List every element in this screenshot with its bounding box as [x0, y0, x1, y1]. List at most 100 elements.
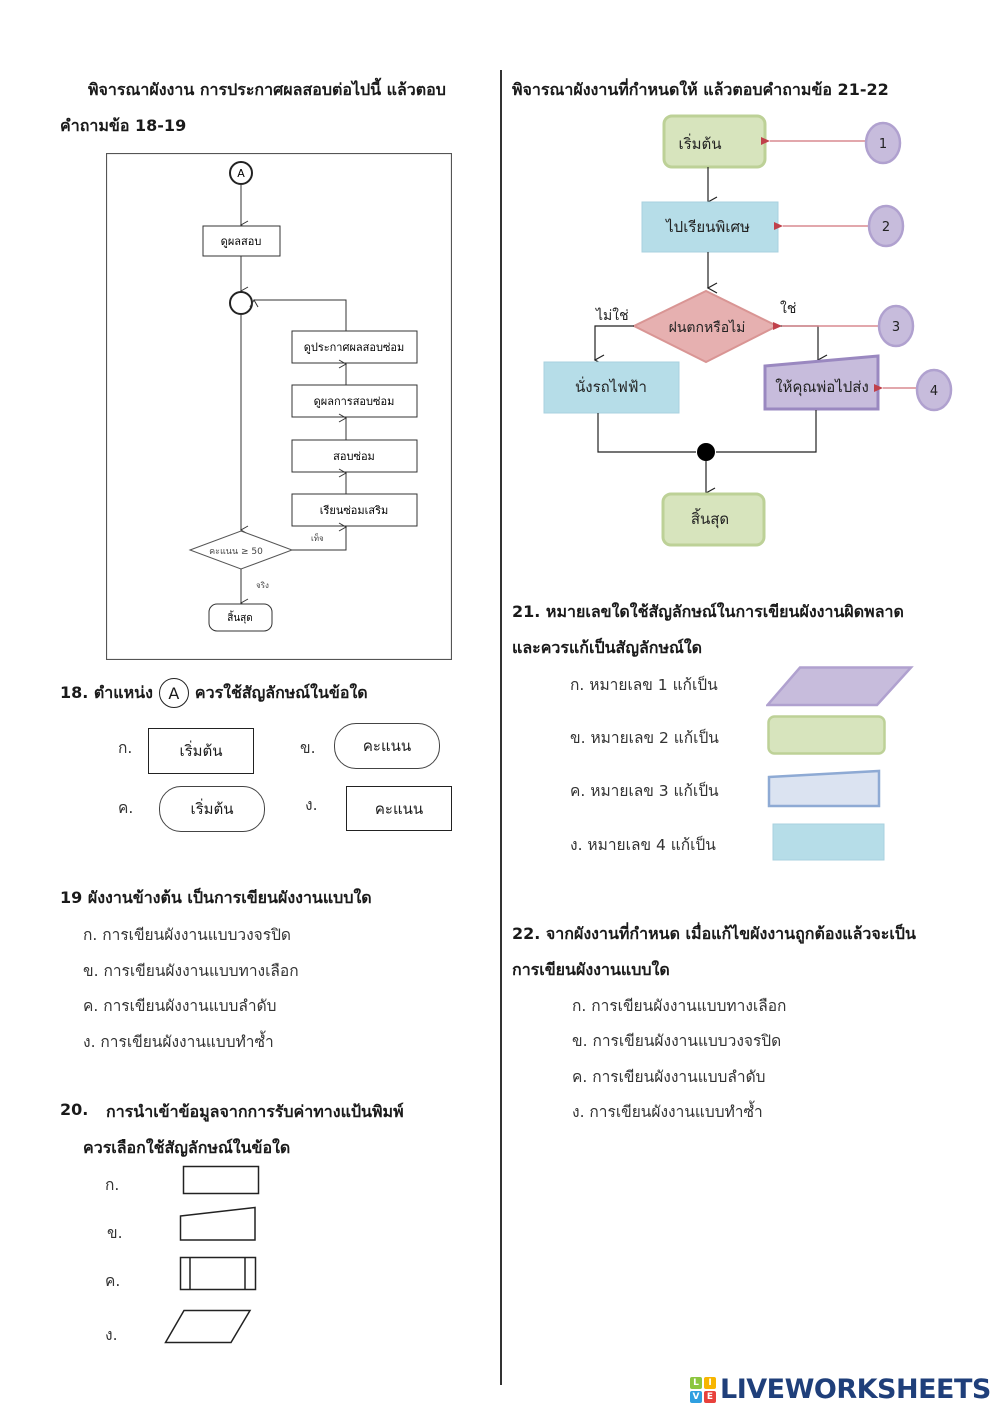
q20-option-a-letter: ก. [105, 1176, 120, 1194]
process-retest [291, 439, 418, 473]
no-branch-label: ไม่ใช่ [595, 307, 629, 324]
manual-input-icon [767, 769, 881, 808]
column-divider [500, 70, 502, 1385]
process-view-result-label: ดูผลสอบ [221, 235, 262, 248]
marker-3 [877, 304, 915, 348]
marker-2-label: 2 [882, 220, 890, 235]
true-label: จริง [256, 581, 269, 590]
q20-title-line2: ควรเลือกใช้สัญลักษณ์ในข้อใด [83, 1138, 291, 1157]
q18-title: 18. ตำแหน่ง A ควรใช้สัญลักษณ์ในข้อใด [60, 678, 368, 708]
liveworksheets-logo: L I V E LIVEWORKSHEETS [690, 1374, 991, 1405]
q20-option-a-shape[interactable] [182, 1165, 262, 1197]
sky-train-process [543, 361, 680, 414]
q21-option-a[interactable]: ก. หมายเลข 1 แก้เป็น [570, 676, 718, 694]
q18-option-a-letter: ก. [118, 739, 133, 757]
process-remedial-class-label: เรียนซ่อมเสริม [320, 504, 389, 517]
join-dot [697, 443, 715, 461]
parallelogram-io-icon [164, 1309, 252, 1344]
parallelogram-io-icon [766, 666, 914, 707]
q18-option-c-text: เริ่มต้น [190, 800, 234, 818]
logo-wordmark: LIVEWORKSHEETS [720, 1374, 991, 1405]
special-class-process [641, 201, 779, 253]
process-retest-label: สอบซ่อม [333, 450, 375, 463]
q20-number: 20. [60, 1100, 89, 1119]
q21-option-c-shape[interactable] [767, 769, 882, 809]
q21-option-d-shape[interactable] [772, 823, 886, 861]
q20-option-b-shape[interactable] [179, 1206, 259, 1243]
q18-connector-circle: A [158, 678, 189, 708]
q18-option-d-shape[interactable]: คะแนน [346, 786, 452, 831]
q18-option-d-letter: ง. [305, 796, 318, 814]
marker-4 [915, 368, 953, 412]
q18-option-c-shape[interactable]: เริ่มต้น [159, 786, 265, 832]
q22-title-line1: 22. จากผังงานที่กำหนด เมื่อแก้ไขผังงานถู… [512, 924, 916, 943]
logo-live-grid-icon: L I V E [690, 1376, 716, 1403]
q18-option-b-text: คะแนน [362, 737, 412, 755]
dad-drive-label: ให้คุณพ่อไปส่ง [775, 378, 869, 397]
marker-1-label: 1 [879, 137, 887, 152]
q19-option-c[interactable]: ค. การเขียนผังงานแบบลำดับ [83, 997, 277, 1015]
q21-option-b-shape[interactable] [767, 715, 887, 756]
q21-title-line2: และควรแก้เป็นสัญลักษณ์ใด [512, 638, 703, 657]
q20-title-line1: การนำเข้าข้อมูลจากการรับค่าทางแป้นพิมพ์ [106, 1102, 404, 1121]
q18-option-d-text: คะแนน [374, 799, 424, 818]
marker-2 [867, 204, 905, 248]
q19-option-b[interactable]: ข. การเขียนผังงานแบบทางเลือก [83, 962, 299, 980]
manual-input-icon [179, 1206, 256, 1241]
q18-option-a-shape[interactable]: เริ่มต้น [148, 728, 254, 774]
join-line-right [716, 410, 817, 453]
q21-option-a-shape[interactable] [766, 666, 914, 708]
loop-back-arrow [249, 298, 347, 331]
terminal-end-label: สิ้นสุด [227, 610, 253, 624]
q20-option-d-shape[interactable] [164, 1309, 254, 1345]
rounded-terminal-icon [767, 715, 886, 755]
special-class-label: ไปเรียนพิเศษ [665, 218, 750, 236]
marker-3-label: 3 [892, 320, 900, 335]
yes-branch-label: ใช่ [780, 300, 796, 317]
q20-option-c-letter: ค. [105, 1272, 121, 1290]
sky-train-label: นั่งรถไฟฟ้า [575, 376, 647, 396]
yes-branch-arrow [777, 325, 828, 366]
q21-option-b[interactable]: ข. หมายเลข 2 แก้เป็น [570, 729, 719, 747]
q21-option-d[interactable]: ง. หมายเลข 4 แก้เป็น [570, 836, 716, 854]
process-view-retest-result [291, 384, 418, 418]
dad-drive-shape [763, 354, 880, 411]
process-view-retest-announcement [291, 330, 418, 364]
q21-option-c[interactable]: ค. หมายเลข 3 แก้เป็น [570, 782, 719, 800]
q18-option-c-letter: ค. [118, 799, 134, 817]
q18-option-a-text: เริ่มต้น [179, 742, 223, 760]
q22-option-c[interactable]: ค. การเขียนผังงานแบบลำดับ [572, 1068, 766, 1086]
commute-flowchart: เริ่มต้น ไปเรียนพิเศษ ฝนตกหรือไม่ ไม่ใช่… [543, 114, 953, 547]
false-branch-arrow [292, 522, 348, 551]
logo-tile-v: V [690, 1390, 702, 1403]
merge-connector [229, 291, 253, 315]
no-branch-arrow [593, 325, 634, 366]
end-terminal [661, 492, 766, 547]
logo-tile-i: I [704, 1376, 716, 1389]
q20-option-b-letter: ข. [107, 1224, 123, 1242]
process-view-retest-announcement-label: ดูประกาศผลสอบซ่อม [304, 341, 405, 354]
left-intro-line2: คำถามข้อ 18-19 [60, 116, 187, 135]
exam-result-flowchart: A ดูผลสอบ ดูประกาศผลสอบซ่อม ดูผลการสอบซ่… [106, 153, 452, 660]
terminal-end [208, 603, 273, 632]
q22-option-d[interactable]: ง. การเขียนผังงานแบบทำซ้ำ [572, 1103, 763, 1121]
q20-option-d-letter: ง. [105, 1326, 118, 1344]
q19-option-d[interactable]: ง. การเขียนผังงานแบบทำซ้ำ [83, 1033, 274, 1051]
rectangle-process-icon [772, 823, 885, 861]
predefined-process-icon [179, 1256, 257, 1291]
marker-1 [864, 121, 902, 165]
q22-option-b[interactable]: ข. การเขียนผังงานแบบวงจรปิด [572, 1032, 782, 1050]
false-label: เท็จ [311, 533, 324, 543]
q20-option-c-shape[interactable] [179, 1256, 259, 1292]
q19-option-a[interactable]: ก. การเขียนผังงานแบบวงจรปิด [83, 926, 291, 944]
connector-a-label: A [237, 167, 245, 180]
q18-option-b-shape[interactable]: คะแนน [334, 723, 440, 769]
q18-title-prefix: 18. ตำแหน่ง [60, 682, 153, 702]
q18-option-b-letter: ข. [300, 739, 316, 757]
q22-title-line2: การเขียนผังงานแบบใด [512, 960, 670, 979]
process-remedial-class [291, 493, 418, 527]
join-line-left [597, 413, 696, 453]
start-terminal-label: เริ่มต้น [678, 133, 721, 153]
q22-option-a[interactable]: ก. การเขียนผังงานแบบทางเลือก [572, 997, 787, 1015]
decision-score-label: คะแนน ≥ 50 [209, 547, 263, 557]
